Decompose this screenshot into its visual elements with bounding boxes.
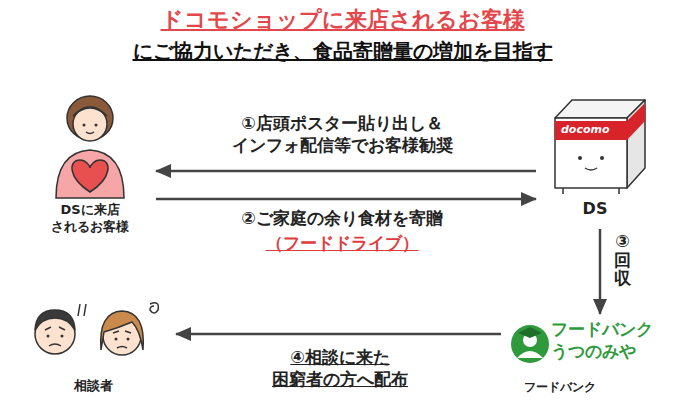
foodbank-logo [511,325,549,363]
node-label: 相談者 [18,378,168,395]
edge-label: ①店頭ポスター貼り出し＆ インフォ配信等でお客様勧奨 [192,112,492,156]
title: ドコモショップに来店されるお客様 [0,6,685,35]
brand-text: docomo [561,123,621,137]
consulter-figures [35,303,158,355]
node-label: フードバンク うつのみや [551,318,663,362]
flow-arrow [156,170,536,173]
foodbank-node: フードバンク うつのみやフードバンク [505,318,667,402]
node-caption: フードバンク [505,380,615,396]
ds-box-figure [555,100,645,194]
flow-arrow [156,198,536,201]
node-label: DS [540,199,650,220]
flow-arrow [176,333,501,336]
customer-figure [56,96,124,198]
emphasis-label: （フードドライブ） [242,232,442,254]
edge-label: ④相談に来た 困窮者の方へ配布 [240,346,440,390]
shop-node: DS [540,95,654,225]
consulter-node: 相談者 [18,290,172,398]
flow-arrow [599,229,602,314]
subtitle: にご協力いただき、食品寄贈量の増加を目指す [0,38,685,64]
customer-node: DSに来店 されるお客様 [28,92,152,240]
edge-label: ③回収 [614,232,631,288]
edge-label: ②ご家庭の余り食材を寄贈 [192,207,492,229]
node-label: DSに来店 されるお客様 [40,202,140,236]
